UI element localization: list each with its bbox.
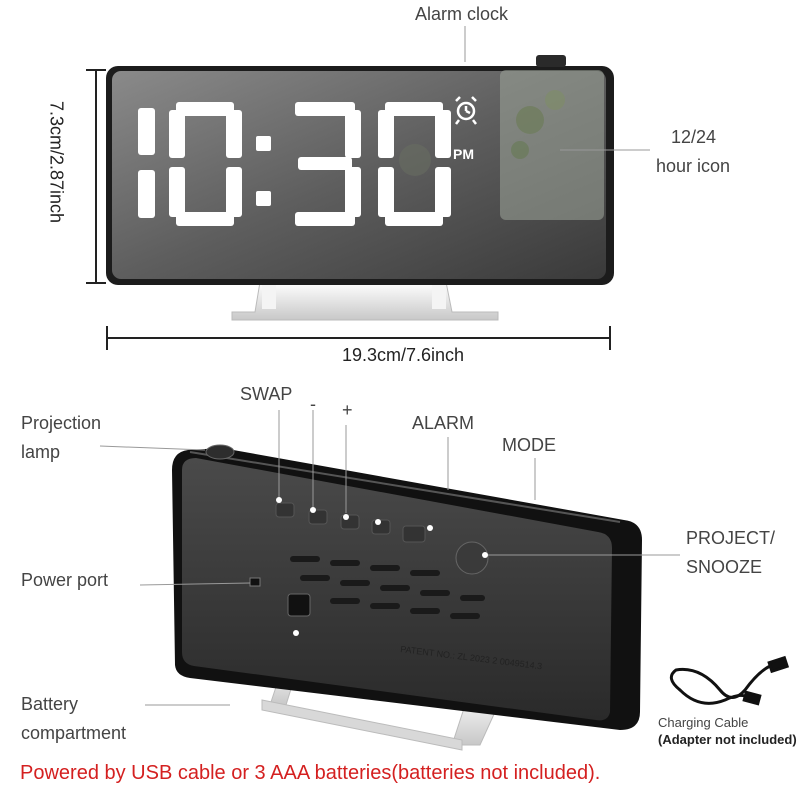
hour-icon-label-line2: hour icon [656,156,731,176]
alarm-label: ALARM [412,413,475,433]
battery-label-line1: Battery [21,694,79,714]
time-display [138,102,451,226]
height-dimension: 7.3cm/2.87inch [46,100,67,224]
bottom-clock-body [172,444,642,730]
period-indicator: PM [453,146,474,162]
hour-icon-label-line1: 12/24 [671,127,717,147]
alarm-clock-label: Alarm clock [415,4,509,24]
top-clock-stand [231,281,499,321]
charging-cable-label: Charging Cable [658,715,749,730]
bottom-leader-lines [99,410,680,706]
power-port-label: Power port [21,570,109,590]
adapter-note: (Adapter not included) [658,732,797,747]
alarm-bell-icon [455,96,477,125]
width-dimension: 19.3cm/7.6inch [342,345,465,365]
dimension-lines [86,69,611,350]
mode-label: MODE [502,435,556,455]
top-leader-lines [464,26,650,151]
project-snooze-label-line2: SNOOZE [686,557,763,577]
plus-label: + [342,400,353,420]
battery-label-line2: compartment [21,723,127,743]
project-snooze-label-line1: PROJECT/ [686,528,776,548]
usb-cable-icon [669,655,790,706]
callout-dots [276,497,488,636]
power-notice: Powered by USB cable or 3 AAA batteries(… [20,762,601,784]
projection-lamp-label-line1: Projection [21,413,102,433]
projection-lamp-label-line2: lamp [21,442,61,462]
swap-label: SWAP [240,384,293,404]
minus-label: - [310,394,316,414]
